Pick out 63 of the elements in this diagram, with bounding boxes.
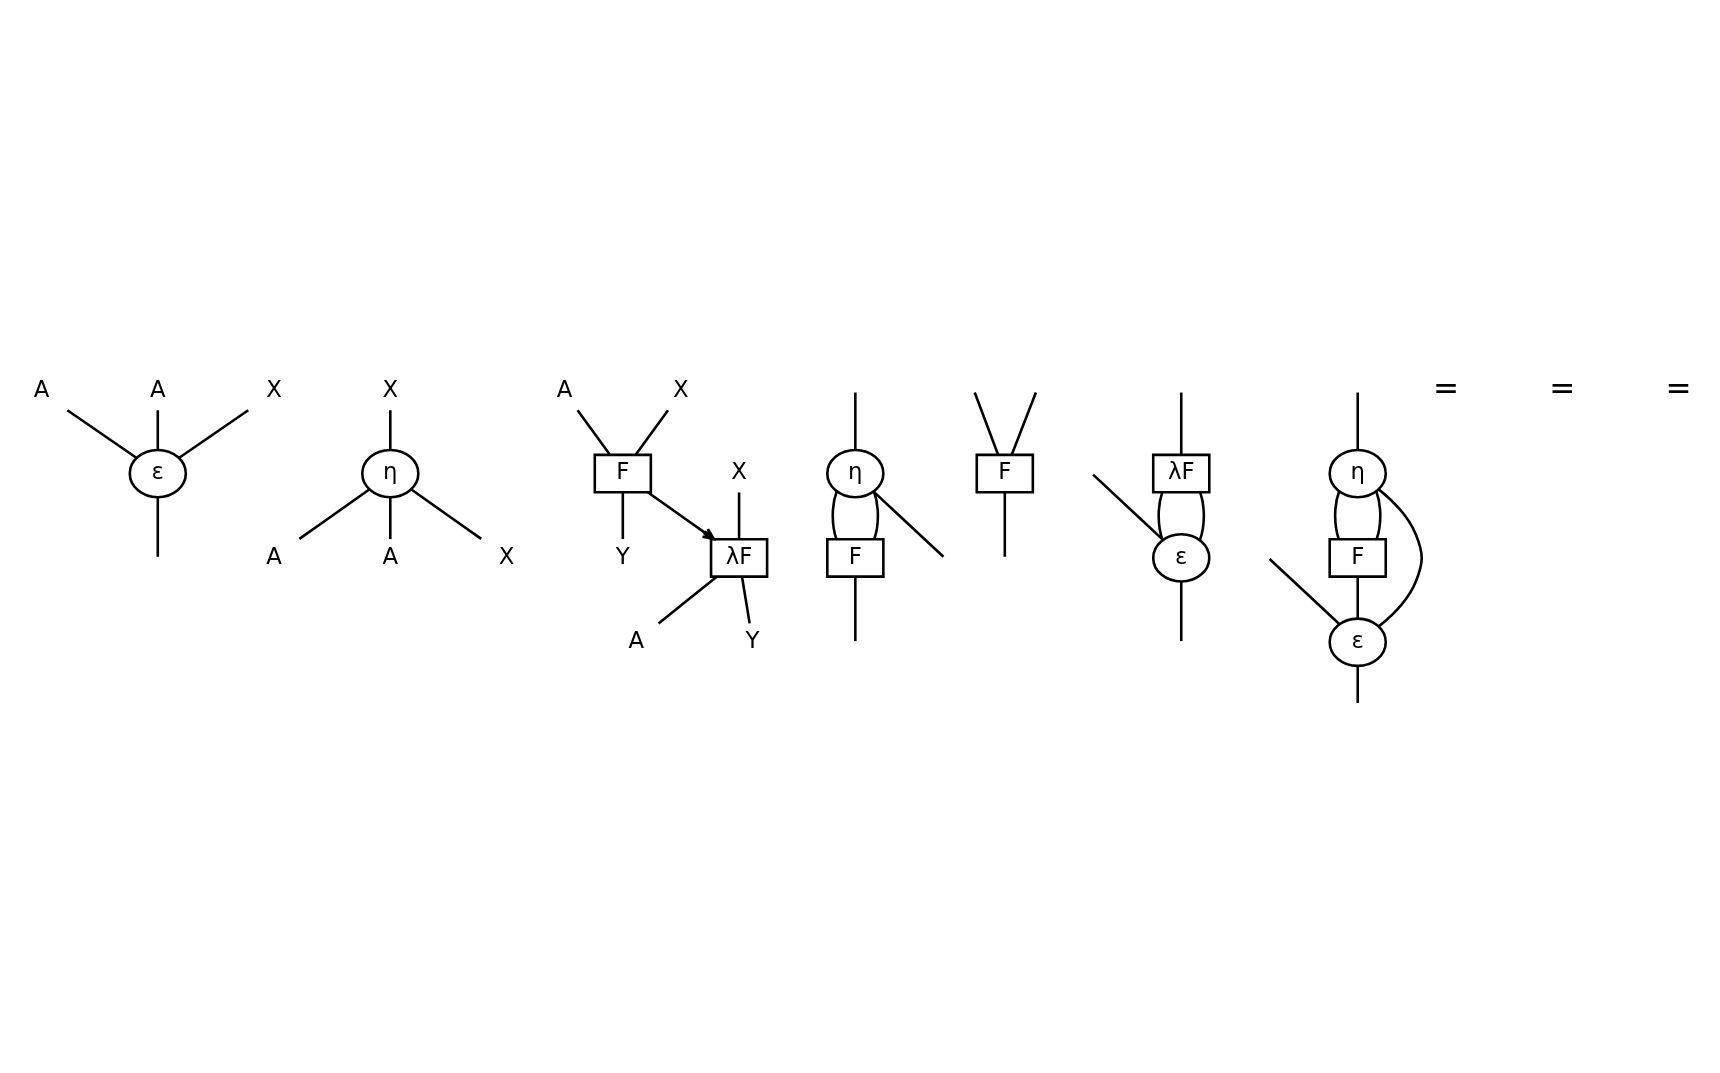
connector (657, 575, 718, 624)
connector (389, 409, 392, 450)
node-box: F (826, 537, 885, 578)
node-ellipse: ε (1151, 532, 1211, 583)
connector (973, 391, 1000, 455)
connector (854, 576, 857, 641)
node-ellipse: η (361, 448, 420, 498)
connector (178, 408, 249, 459)
connector (740, 576, 751, 624)
node-text: X (731, 457, 747, 484)
label: = (1665, 369, 1692, 406)
connector (66, 408, 138, 459)
connector (737, 491, 741, 539)
node-text: A (149, 375, 166, 402)
label: = (1549, 369, 1576, 406)
connector (1010, 391, 1038, 455)
connector (634, 408, 670, 456)
node-text: A (628, 626, 645, 653)
node-text: Y (615, 542, 630, 569)
node-text: X (673, 375, 689, 402)
node-text: X (382, 375, 399, 402)
connector (1198, 491, 1206, 541)
connector (854, 392, 857, 450)
node-text: X (498, 542, 515, 569)
connector (576, 408, 611, 456)
node-text: A (382, 542, 399, 569)
connector (872, 490, 880, 539)
connector (1268, 557, 1341, 625)
node-box: λF (709, 537, 769, 578)
connector (156, 409, 160, 450)
connector (1179, 392, 1183, 455)
node-box: F (975, 453, 1035, 494)
connector (1092, 473, 1164, 541)
connector (1356, 665, 1359, 703)
node-box: F (593, 453, 653, 494)
connector (872, 490, 945, 558)
node-text: A (266, 542, 282, 569)
connector (1356, 392, 1359, 450)
node-text: A (33, 375, 50, 402)
node-box: F (1328, 537, 1388, 578)
connector (1179, 580, 1183, 641)
label: = (1432, 369, 1459, 406)
node-text: A (556, 375, 573, 402)
node-text: X (266, 375, 282, 402)
connector (1003, 491, 1007, 557)
node-ellipse: η (826, 448, 885, 498)
node-ellipse: ε (128, 448, 188, 498)
node-text: Y (745, 626, 760, 653)
node-box: λF (1151, 453, 1211, 494)
arrow (647, 490, 716, 540)
node-ellipse: ε (1328, 616, 1388, 667)
connector (1356, 576, 1359, 619)
connector (298, 487, 370, 540)
connector (1333, 490, 1341, 539)
connector (1378, 487, 1424, 627)
connector (1157, 491, 1164, 541)
connector (389, 496, 392, 539)
connector (156, 496, 160, 557)
connector (831, 490, 838, 539)
node-ellipse: η (1328, 448, 1388, 498)
connector (1375, 490, 1382, 539)
connector (621, 491, 625, 539)
connector (410, 487, 482, 540)
